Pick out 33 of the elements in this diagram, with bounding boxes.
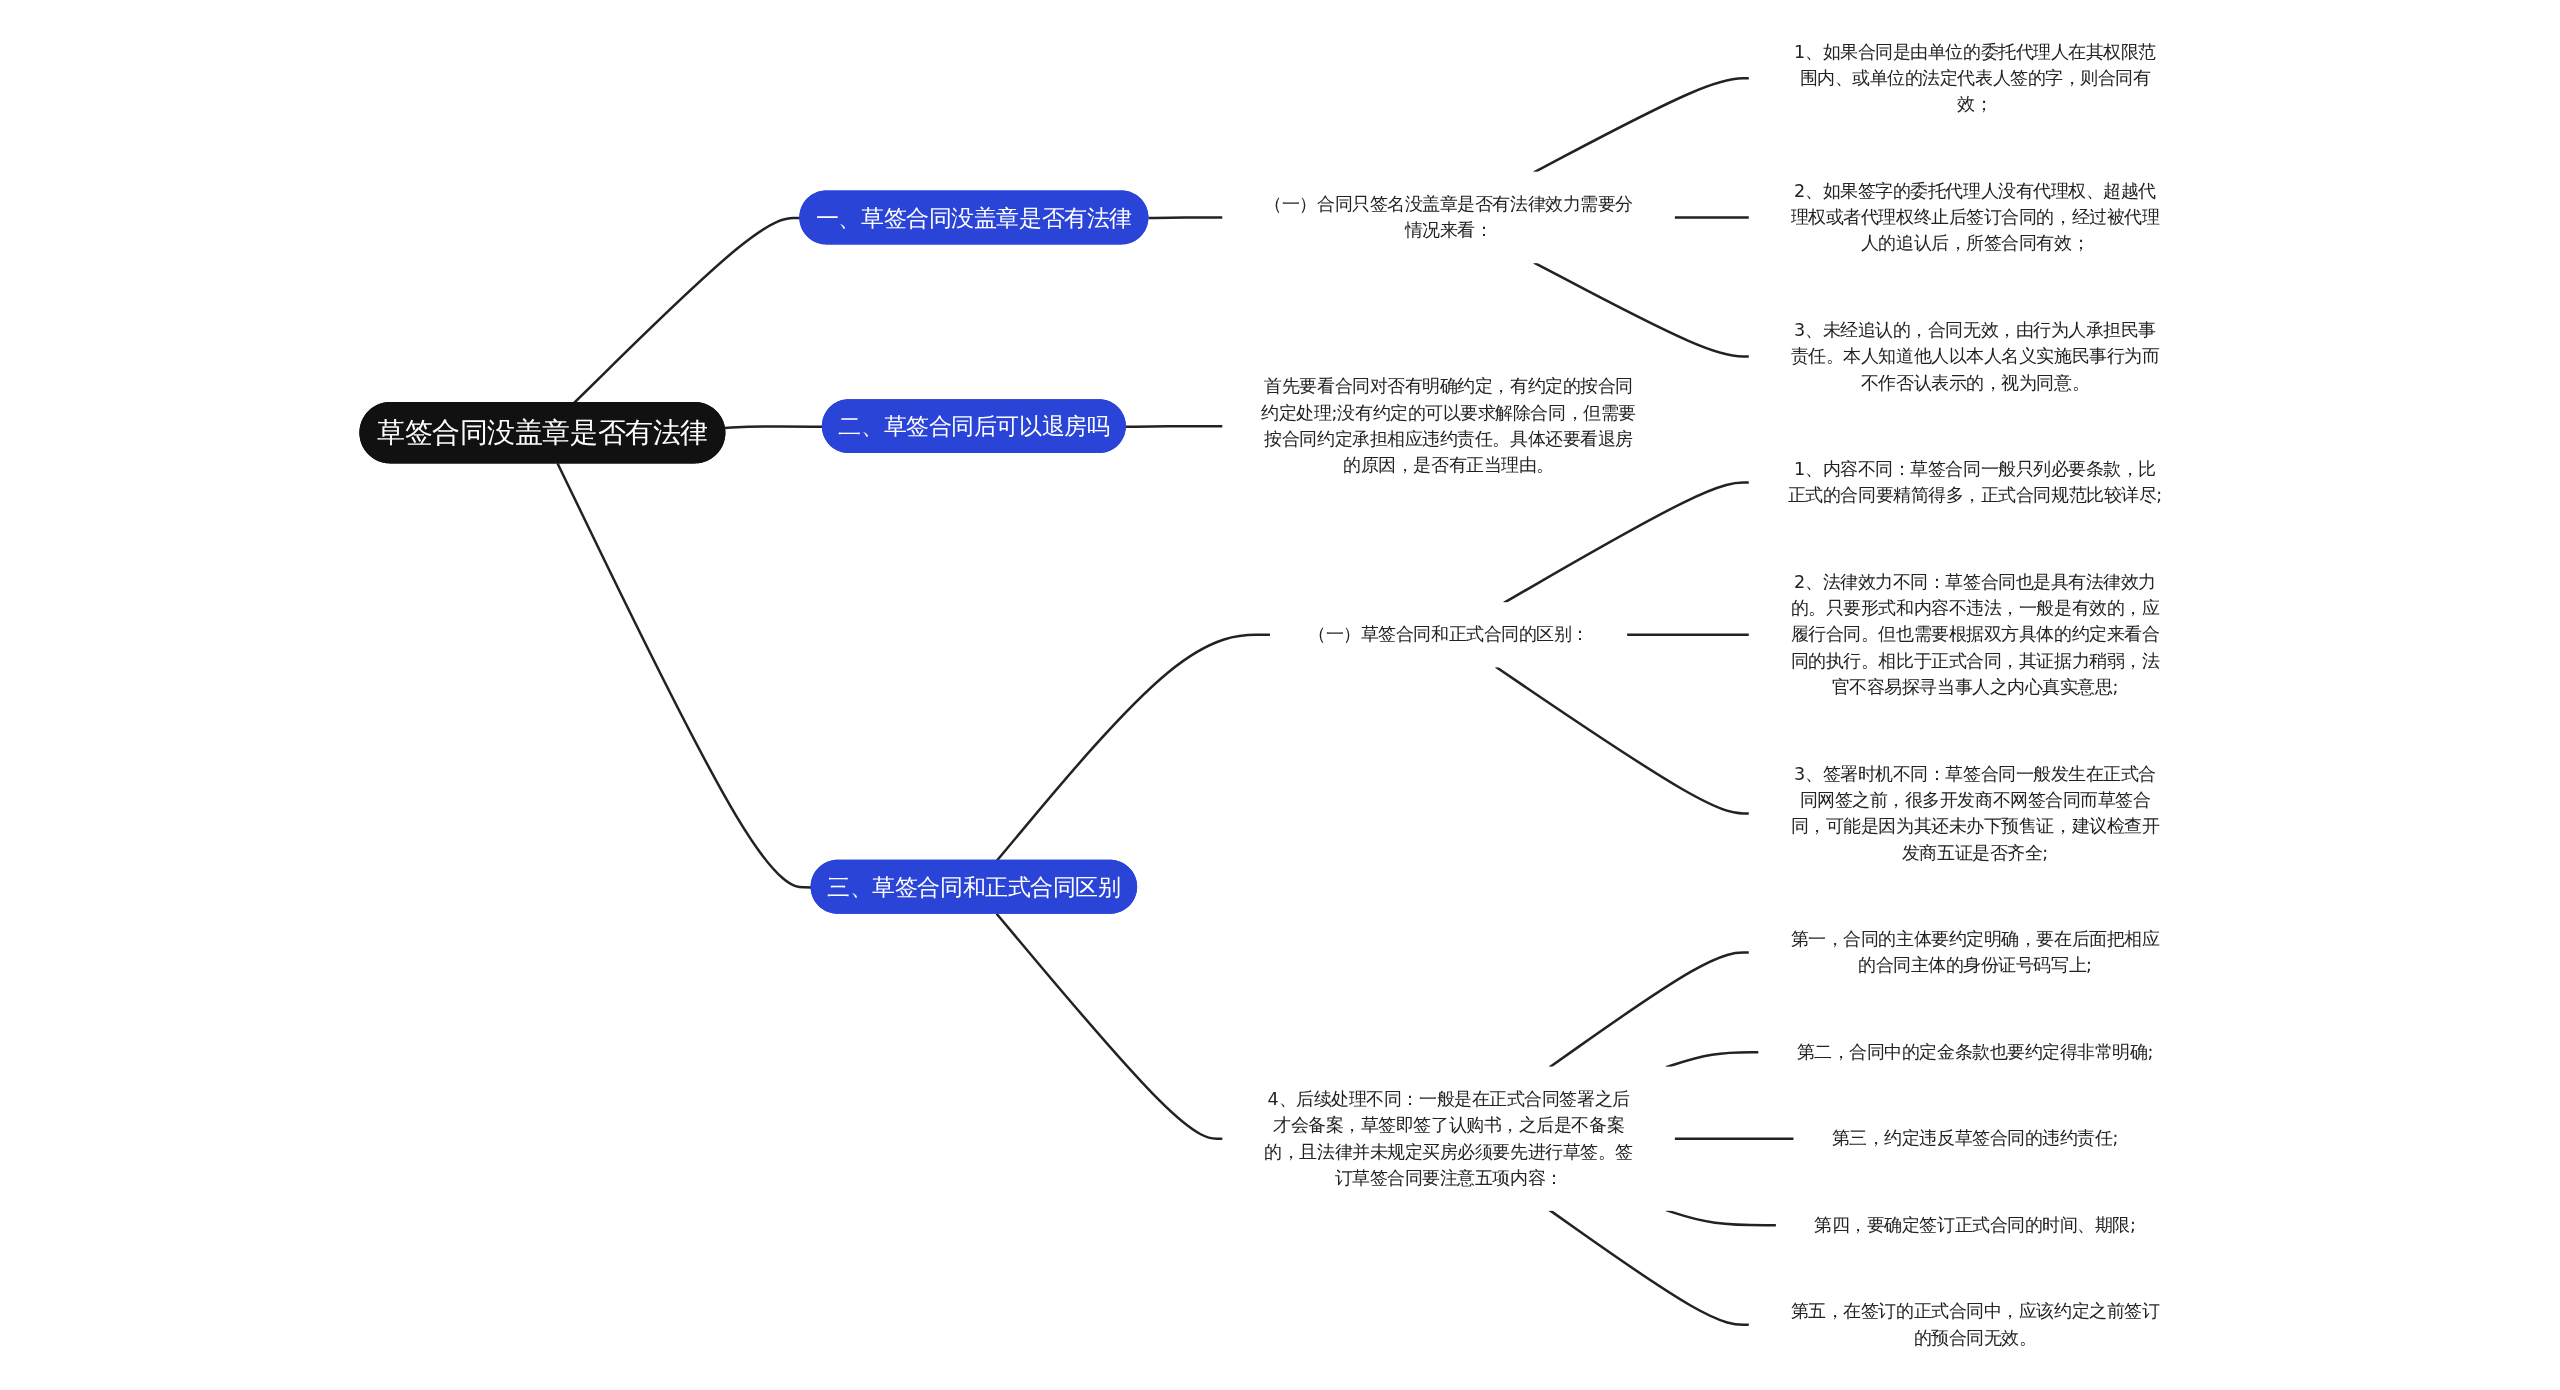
node-text: 3、未经追认的，合同无效，由行为人承担民事责任。本人知道他人以本人名义实施民事行为而不作否认表示的，视为同意。 <box>1790 319 2159 393</box>
connector <box>1673 1137 1794 1140</box>
node-text: 第一，合同的主体要约定明确，要在后面把相应的合同主体的身份证号码写上; <box>1790 928 2159 976</box>
connector <box>1548 1209 1750 1327</box>
node-text: 1、如果合同是由单位的委托代理人在其权限范围内、或单位的法定代表人签的字，则合同有效； <box>1793 41 2156 115</box>
connector <box>556 462 812 889</box>
node-text: （一）合同只签名没盖章是否有法律效力需要分情况来看： <box>1263 193 1633 240</box>
connector <box>995 633 1271 862</box>
connector <box>1548 951 1750 1069</box>
connector <box>1673 216 1750 219</box>
connector <box>1125 424 1223 428</box>
connector <box>1533 77 1750 174</box>
node-text: 首先要看合同对否有明确约定，有约定的按合同约定处理;没有约定的可以要求解除合同，但需要按合同约定承担相应违约责任。具体还要看退房的原因，是否有正当理由。 <box>1261 376 1636 476</box>
node-text: 3、签署时机不同：草签合同一般发生在正式合同网签之前，很多开发商不网签合同而草签合同，可能是因为其还未办下预售证，建议检查开发商五证是否齐全; <box>1790 763 2159 863</box>
connector <box>1665 1208 1777 1227</box>
node-text: 4、后续处理不同：一般是在正式合同签署之后才会备案，草签即签了认购书，之后是不备案的，且法律并未规定买房必须要先进行草签。签订草签合同要注意五项内容： <box>1263 1088 1633 1188</box>
mind-map: 草签合同没盖章是否有法律 一、草签合同没盖章是否有法律 （一）合同只签名没盖章是否有法律效力需要分情况来看： 1、如果合同是由单位的委托代理人在其权限范围内、或单位的法定代表人签的字，则合同有效； 2、如果签字的委托代理人没有代理权、超越代理权或者代理权终止后签订合同的，经过被代理人的追认后，所签合同有效； 3、未经追认的，合同无效，由行为人承担民事责任。本人知道他人以本人名义实施民事行为而不作否认表示的，视为同意。 二、草签合同后可以退房吗 首先要看合同对否有明确约定，有约定的按合同约定处理;没有约定的可以要求解除合同，但需要按合同约定承担相应违约责任。具体还要看退房的原因，是否有正当理由。 三、草签合同和正式合同区别 （一）草签合同和正式合同的区别： 1、内容不同：草签合同一般只列必要条款，比正式的合同要精简得多，正式合同规范比较详尽; 2、法律效力不同：草签合同也是具有法律效力的。只要形式和内容不违法，一般是有效的，应履行合同。但也需要根据双方具体的约定来看合同的执行。相比于正式合同，其证据力稍弱，法官不容易探寻当事人之内心真实意思; 3、签署时机不同：草签合同一般发生在正式合同网签之前，很多开发商不网签合同而草签合同，可能是因为其还未办下预售证，建议检查开发商五证是否齐全; 4、后续处理不同：一般是在正式合同签署之后才会备案，草签即签了认购书，之后是不备案的，且法律并未规定买房必须要先进行草签。签订草签合同要注意五项内容： 第一，合同的主体要约定明确，要在后面把相应的合同主体的身份证号码写上; 第二，合同中的定金条款也要约定得非常明确; 第三，约定违反草签合同的违约责任; 第四，要确定签订正式合同的时间、期限; 第五，在签订的正式合同中，应该约定之前签订的预合同无效。 <box>349 10 2211 1380</box>
node-text: 1、内容不同：草签合同一般只列必要条款，比正式的合同要精简得多，正式合同规范比较详尽; <box>1787 458 2162 506</box>
node-text: 2、法律效力不同：草签合同也是具有法律效力的。只要形式和内容不违法，一般是有效的，应履行合同。但也需要根据双方具体的约定来看合同的执行。相比于正式合同，其证据力稍弱，法官不容易探寻当事人之内心真实意思; <box>1790 571 2159 697</box>
connector <box>995 912 1223 1140</box>
connector <box>1502 481 1750 604</box>
connector <box>1148 216 1223 220</box>
connector <box>1533 261 1750 358</box>
node-text: 第五，在签订的正式合同中，应该约定之前签订的预合同无效。 <box>1790 1301 2159 1348</box>
node-text: 2、如果签字的委托代理人没有代理权、超越代理权或者代理权终止后签订合同的，经过被代理人的追认后，所签合同有效； <box>1790 180 2159 254</box>
connector <box>1626 633 1750 637</box>
connector <box>724 425 823 430</box>
node-text: 第二，合同中的定金条款也要约定得非常明确; <box>1796 1041 2154 1062</box>
node-text: 第四，要确定签订正式合同的时间、期限; <box>1813 1214 2136 1235</box>
connector <box>1494 665 1750 815</box>
connector <box>1665 1050 1759 1069</box>
node-text: （一）草签合同和正式合同的区别： <box>1307 624 1589 645</box>
node-text: 第三，约定违反草签合同的违约责任; <box>1831 1128 2119 1149</box>
